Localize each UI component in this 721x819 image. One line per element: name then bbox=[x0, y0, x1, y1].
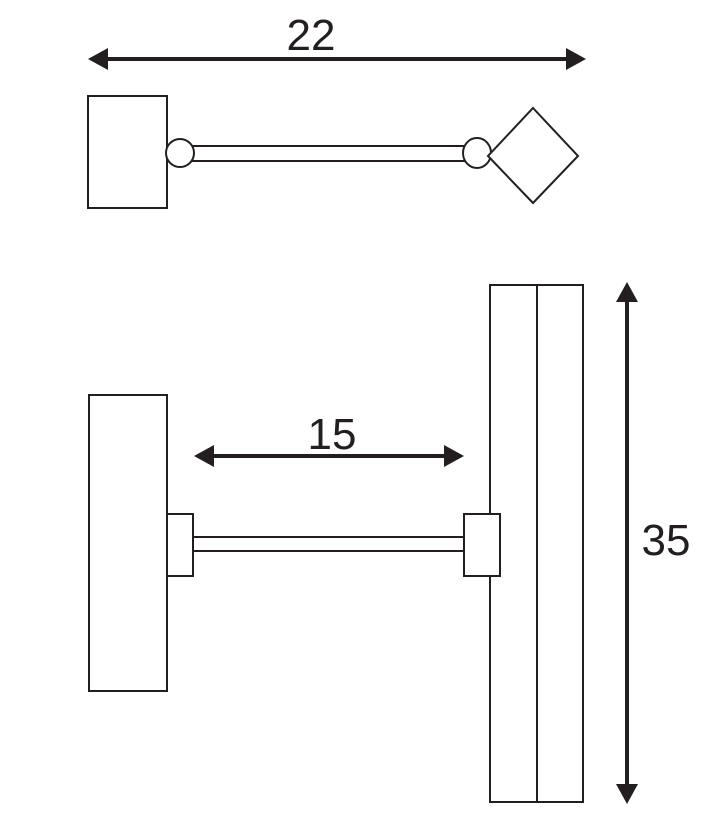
dimension-label-arm-length: 15 bbox=[308, 410, 357, 459]
base-plate-top-view bbox=[87, 95, 168, 209]
joint-base-top-view bbox=[165, 138, 195, 168]
lamp-head-top-view bbox=[486, 106, 580, 205]
dimension-shade-height: 35 bbox=[616, 282, 690, 804]
arrowhead-left bbox=[194, 445, 214, 467]
arrowhead-top bbox=[616, 282, 638, 302]
arrowhead-bottom bbox=[616, 784, 638, 804]
arm-mount-shade bbox=[463, 513, 501, 577]
dimension-label-shade-height: 35 bbox=[642, 516, 691, 565]
base-plate-front-view bbox=[88, 394, 168, 692]
dimension-top-width: 22 bbox=[88, 11, 586, 70]
arrowhead-left bbox=[88, 48, 108, 70]
arrowhead-right bbox=[566, 48, 586, 70]
arm-top-view bbox=[179, 145, 476, 162]
top-view: 22 bbox=[87, 11, 586, 209]
shade-panel-right bbox=[536, 284, 584, 803]
arm-mount-base bbox=[166, 513, 194, 577]
arrowhead-right bbox=[444, 445, 464, 467]
joint-head-top-view bbox=[462, 137, 492, 169]
dimension-label-top-width: 22 bbox=[287, 11, 336, 60]
dimension-arm-length: 15 bbox=[194, 410, 464, 467]
arm-front-view bbox=[191, 536, 466, 552]
front-view: 15 35 bbox=[88, 282, 690, 804]
